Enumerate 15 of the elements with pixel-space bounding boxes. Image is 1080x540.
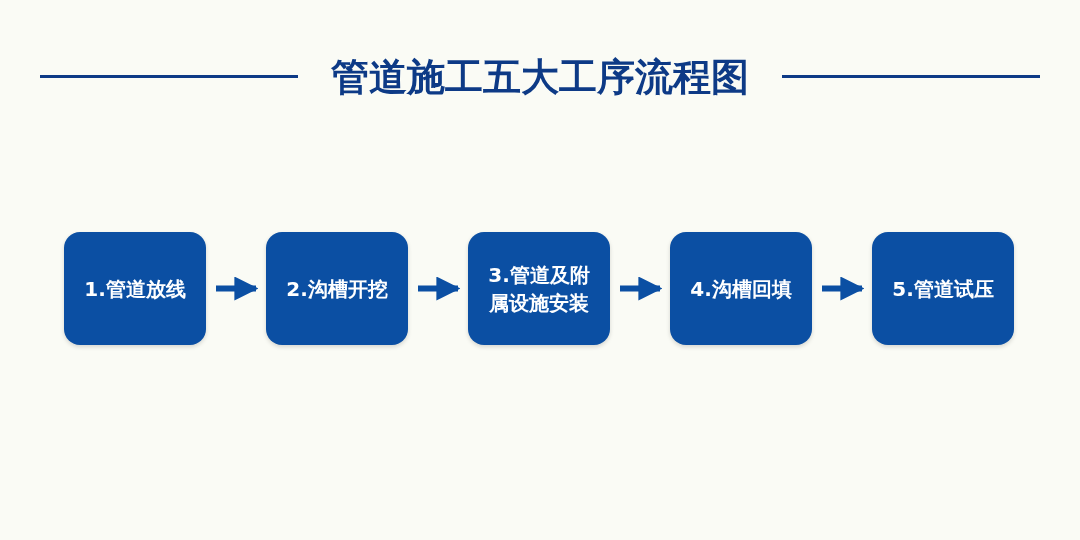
- step-label: 4.沟槽回填: [690, 275, 792, 303]
- title: 管道施工五大工序流程图: [330, 55, 750, 99]
- step-label: 1.管道放线: [84, 275, 186, 303]
- arrow: [216, 276, 259, 301]
- process-box: [872, 232, 1014, 345]
- step-label: 3.管道及附属设施安装: [487, 261, 591, 317]
- process-box: [64, 232, 206, 345]
- arrow: [418, 276, 461, 301]
- step-label: 5.管道试压: [892, 275, 994, 303]
- process-box: [266, 232, 408, 345]
- arrow: [822, 276, 865, 301]
- process-box: [468, 232, 610, 345]
- arrow: [620, 276, 663, 301]
- step-label: 2.沟槽开挖: [286, 275, 388, 303]
- process-box: [670, 232, 812, 345]
